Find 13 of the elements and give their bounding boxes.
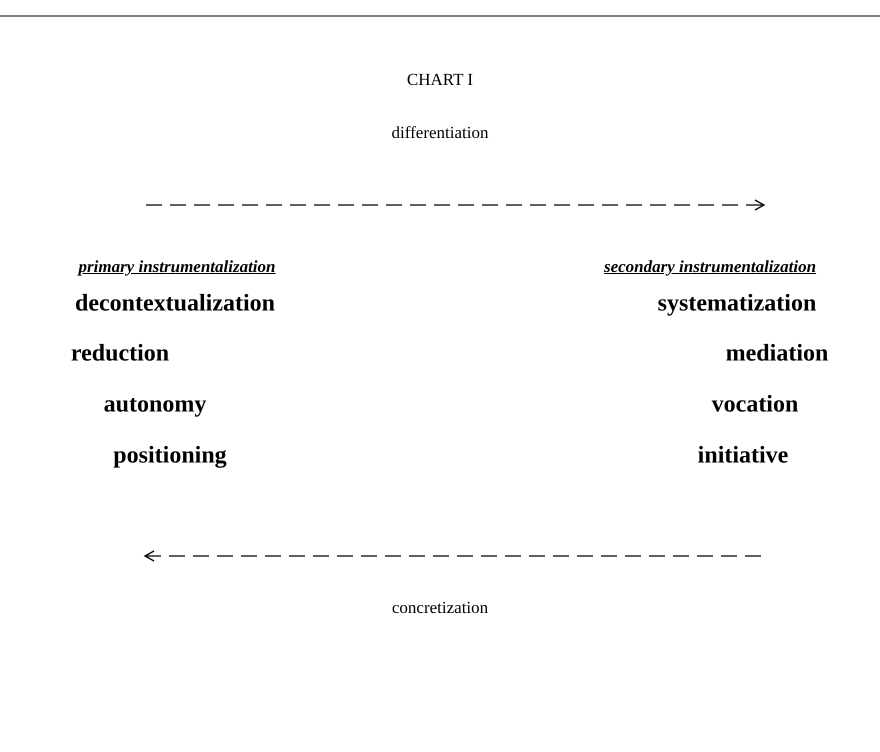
term-label: vocation (712, 392, 798, 418)
axis-label: concretization (392, 598, 488, 618)
term-label: mediation (726, 340, 828, 368)
term-label: systematization (658, 290, 816, 318)
chart-title: CHART I (406, 70, 474, 90)
axis-label: differentiation (392, 123, 488, 143)
column-heading: secondary instrumentalization (604, 257, 816, 277)
term-label: decontextualization (75, 290, 275, 318)
term-label: reduction (70, 340, 170, 368)
term-label: positioning (113, 442, 227, 470)
term-label: autonomy (104, 392, 206, 418)
column-heading: primary instrumentalization (78, 257, 276, 277)
term-label: initiative (698, 442, 788, 470)
